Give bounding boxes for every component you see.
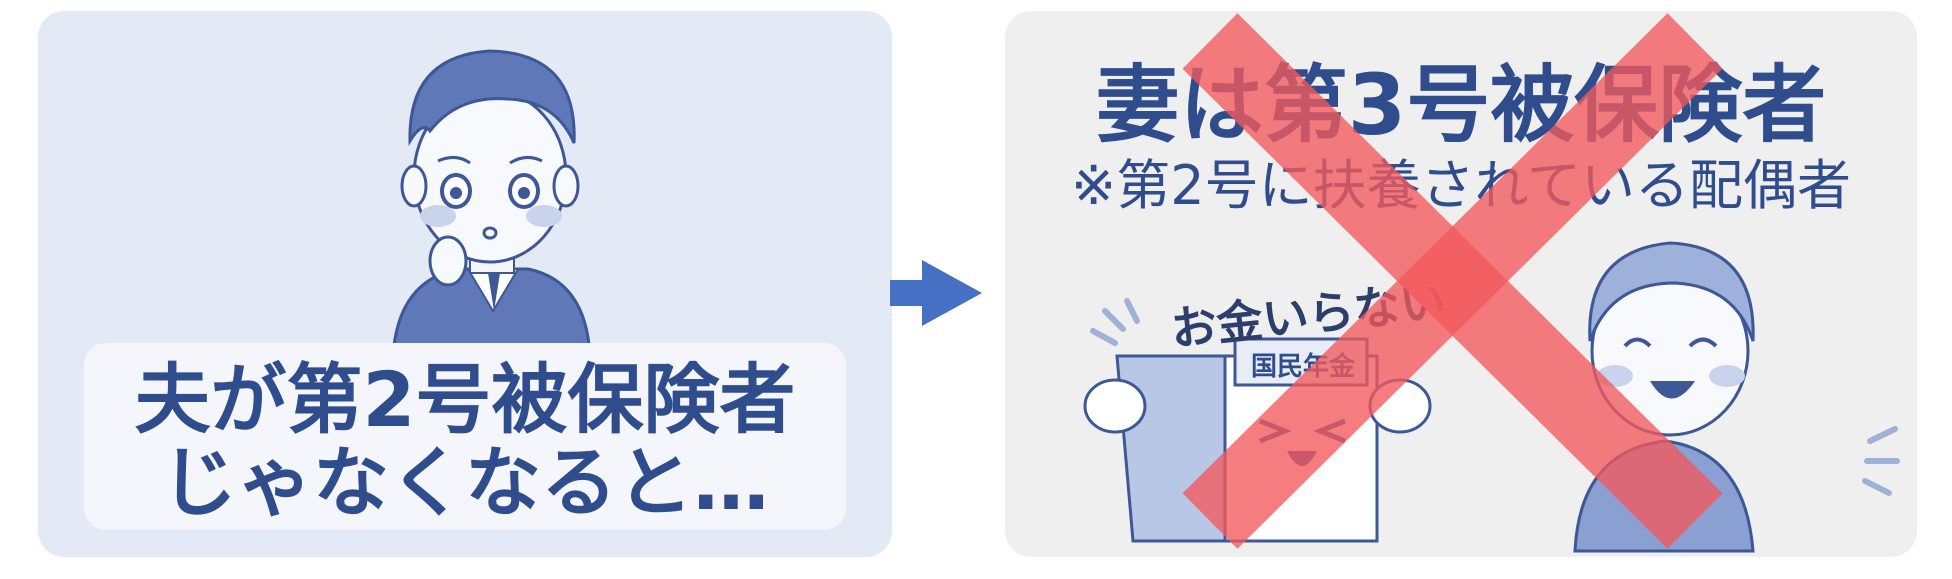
caption-line-1: 夫が第2号被保険者 bbox=[134, 355, 796, 444]
man-thinking-illustration bbox=[391, 49, 592, 358]
caption-line-2: じゃなくなると… bbox=[161, 438, 769, 527]
cross-mark-icon bbox=[1182, 13, 1723, 549]
right-panel: 妻は第3号被保険者 ※第2号に扶養されている配偶者 お金いらない 国民年金 bbox=[1005, 11, 1917, 557]
left-panel: 夫が第2号被保険者 じゃなくなると… bbox=[38, 11, 892, 557]
subtitle: ※第2号に扶養されている配偶者 bbox=[1071, 154, 1851, 217]
woman-laughing-illustration bbox=[1573, 241, 1755, 553]
arrow-right-icon bbox=[890, 260, 982, 326]
caption-box: 夫が第2号被保険者 じゃなくなると… bbox=[84, 343, 846, 530]
speed-lines bbox=[1090, 298, 1900, 496]
